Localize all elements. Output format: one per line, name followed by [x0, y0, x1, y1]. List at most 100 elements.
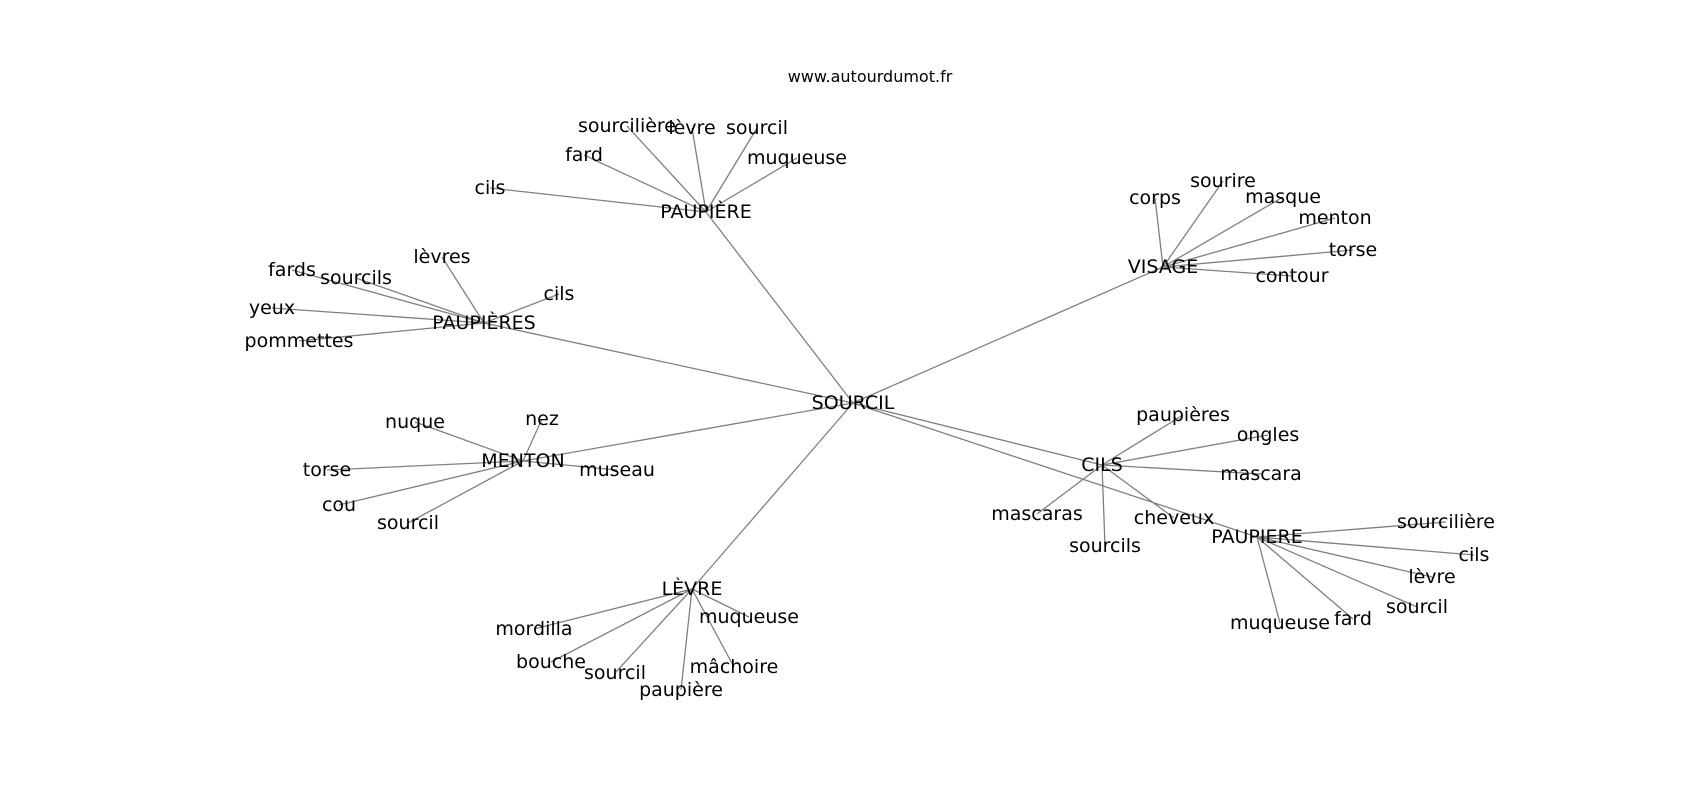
leaf-node-paupiere-bottom-sourciliere[interactable]: sourcilière: [1397, 511, 1495, 533]
leaf-node-cils-mascara[interactable]: mascara: [1220, 463, 1302, 485]
leaf-node-visage-sourire[interactable]: sourire: [1190, 170, 1256, 192]
hub-node-paupiere-bottom[interactable]: PAUPIERE: [1211, 526, 1302, 548]
leaf-node-cils-cheveux[interactable]: cheveux: [1134, 507, 1214, 529]
leaf-node-paupiere-top-sourcil[interactable]: sourcil: [726, 117, 788, 139]
edge-cils-to-cheveux: [1101, 464, 1175, 519]
leaf-node-levre-muqueuse[interactable]: muqueuse: [699, 606, 799, 628]
edge-menton-to-sourcil: [407, 460, 524, 524]
leaf-node-visage-menton[interactable]: menton: [1298, 207, 1371, 229]
leaf-node-levre-paupiere[interactable]: paupière: [639, 679, 723, 701]
site-url: www.autourdumot.fr: [788, 67, 953, 86]
leaf-node-paupiere-top-sourciliere[interactable]: sourcilière: [578, 115, 676, 137]
edge-paupiere-bottom-to-sourciliere: [1256, 521, 1447, 538]
leaf-node-visage-torse[interactable]: torse: [1329, 239, 1377, 261]
leaf-node-menton-torse[interactable]: torse: [303, 459, 351, 481]
leaf-node-visage-masque[interactable]: masque: [1245, 186, 1321, 208]
leaf-node-levre-machoire[interactable]: mâchoire: [690, 656, 779, 678]
edge-center-to-visage: [852, 266, 1164, 404]
edge-cils-to-mascaras: [1036, 464, 1103, 515]
leaf-node-paupiere-top-fard[interactable]: fard: [565, 144, 603, 166]
leaf-node-menton-nez[interactable]: nez: [525, 408, 559, 430]
leaf-node-menton-sourcil[interactable]: sourcil: [377, 512, 439, 534]
edge-visage-to-masque: [1162, 196, 1284, 268]
edge-menton-to-nuque: [414, 421, 524, 462]
edge-visage-to-sourire: [1162, 180, 1224, 268]
edge-paupieres-to-cils: [483, 293, 560, 324]
hub-node-paupieres[interactable]: PAUPIÈRES: [432, 311, 535, 334]
edge-levre-to-muqueuse: [691, 588, 750, 618]
leaf-node-paupiere-top-cils[interactable]: cils: [475, 177, 506, 199]
leaf-node-paupiere-bottom-levre[interactable]: lèvre: [1408, 566, 1455, 588]
leaf-node-paupieres-levres[interactable]: lèvres: [413, 246, 470, 268]
hub-node-levre[interactable]: LÈVRE: [662, 577, 723, 600]
leaf-node-visage-corps[interactable]: corps: [1129, 187, 1181, 209]
edge-center-to-menton: [522, 402, 854, 462]
leaf-node-paupiere-top-muqueuse[interactable]: muqueuse: [747, 147, 847, 169]
edge-paupieres-to-levres: [441, 256, 485, 324]
edge-paupiere-top-to-fard: [583, 154, 707, 213]
edge-cils-to-sourcils: [1101, 464, 1106, 547]
leaf-node-menton-museau[interactable]: museau: [579, 459, 655, 481]
leaf-node-paupiere-bottom-cils[interactable]: cils: [1459, 544, 1490, 566]
edge-levre-to-bouche: [550, 588, 693, 663]
edge-visage-to-torse: [1162, 249, 1354, 268]
leaf-node-visage-contour[interactable]: contour: [1255, 265, 1328, 287]
hub-node-paupiere-top[interactable]: PAUPIÈRE: [660, 200, 751, 223]
leaf-node-paupiere-bottom-muqueuse[interactable]: muqueuse: [1230, 612, 1330, 634]
leaf-node-menton-cou[interactable]: cou: [322, 494, 356, 516]
leaf-node-levre-sourcil[interactable]: sourcil: [584, 662, 646, 684]
edge-levre-to-machoire: [691, 588, 735, 668]
edge-cils-to-paupieres: [1101, 414, 1184, 466]
edge-paupiere-top-to-sourcil: [705, 127, 758, 213]
leaf-node-levre-bouche[interactable]: bouche: [516, 651, 586, 673]
leaf-node-cils-sourcils[interactable]: sourcils: [1069, 535, 1141, 557]
edge-center-to-levre: [691, 402, 854, 590]
edge-paupiere-top-to-sourciliere: [626, 125, 707, 213]
edge-paupiere-bottom-to-cils: [1256, 536, 1475, 556]
edge-paupieres-to-yeux: [271, 307, 485, 324]
leaf-node-cils-paupieres[interactable]: paupières: [1136, 404, 1230, 426]
leaf-node-levre-mordilla[interactable]: mordilla: [495, 618, 572, 640]
edge-center-to-cils: [852, 402, 1103, 466]
leaf-node-paupiere-top-levre[interactable]: lèvre: [668, 117, 715, 139]
edge-visage-to-menton: [1162, 217, 1336, 268]
edge-visage-to-contour: [1162, 266, 1293, 277]
edge-levre-to-sourcil: [614, 588, 693, 674]
edge-center-to-paupieres: [483, 322, 854, 404]
leaf-node-paupieres-fards[interactable]: fards: [268, 259, 316, 281]
edge-paupiere-top-to-cils: [489, 187, 707, 213]
leaf-node-paupiere-bottom-sourcil[interactable]: sourcil: [1386, 596, 1448, 618]
edge-paupiere-top-to-muqueuse: [705, 157, 798, 213]
hub-node-cils[interactable]: CILS: [1081, 454, 1123, 476]
leaf-node-paupieres-cils[interactable]: cils: [544, 283, 575, 305]
edge-paupiere-bottom-to-sourcil: [1256, 536, 1418, 608]
edge-menton-to-museau: [522, 460, 618, 471]
edge-paupiere-top-to-levre: [691, 127, 707, 213]
edge-paupieres-to-fards: [291, 269, 485, 324]
edge-center-to-paupiere-bottom: [852, 402, 1258, 538]
leaf-node-cils-mascaras[interactable]: mascaras: [991, 503, 1083, 525]
edge-paupiere-bottom-to-muqueuse: [1256, 536, 1281, 624]
leaf-node-paupieres-sourcils[interactable]: sourcils: [320, 267, 392, 289]
edge-levre-to-paupiere: [680, 588, 693, 691]
edge-visage-to-corps: [1154, 197, 1164, 268]
edge-paupieres-to-sourcils: [355, 277, 485, 324]
edge-paupieres-to-pommettes: [298, 322, 485, 342]
center-node-sourcil[interactable]: SOURCIL: [812, 392, 895, 414]
leaf-node-cils-ongles[interactable]: ongles: [1237, 424, 1300, 446]
edge-cils-to-mascara: [1101, 464, 1262, 475]
graph-edges: [271, 125, 1475, 691]
edge-menton-to-cou: [338, 460, 524, 506]
edge-menton-to-torse: [326, 460, 524, 471]
leaf-node-paupieres-pommettes[interactable]: pommettes: [245, 330, 354, 352]
hub-node-visage[interactable]: VISAGE: [1128, 256, 1198, 278]
leaf-node-paupieres-yeux[interactable]: yeux: [249, 297, 295, 319]
edge-cils-to-ongles: [1101, 434, 1269, 466]
edge-paupiere-bottom-to-levre: [1256, 536, 1433, 578]
leaf-node-menton-nuque[interactable]: nuque: [385, 411, 445, 433]
edge-paupiere-bottom-to-fard: [1256, 536, 1354, 620]
hub-node-menton[interactable]: MENTON: [481, 450, 564, 472]
edge-center-to-paupiere-top: [705, 211, 854, 404]
leaf-node-paupiere-bottom-fard[interactable]: fard: [1334, 608, 1372, 630]
